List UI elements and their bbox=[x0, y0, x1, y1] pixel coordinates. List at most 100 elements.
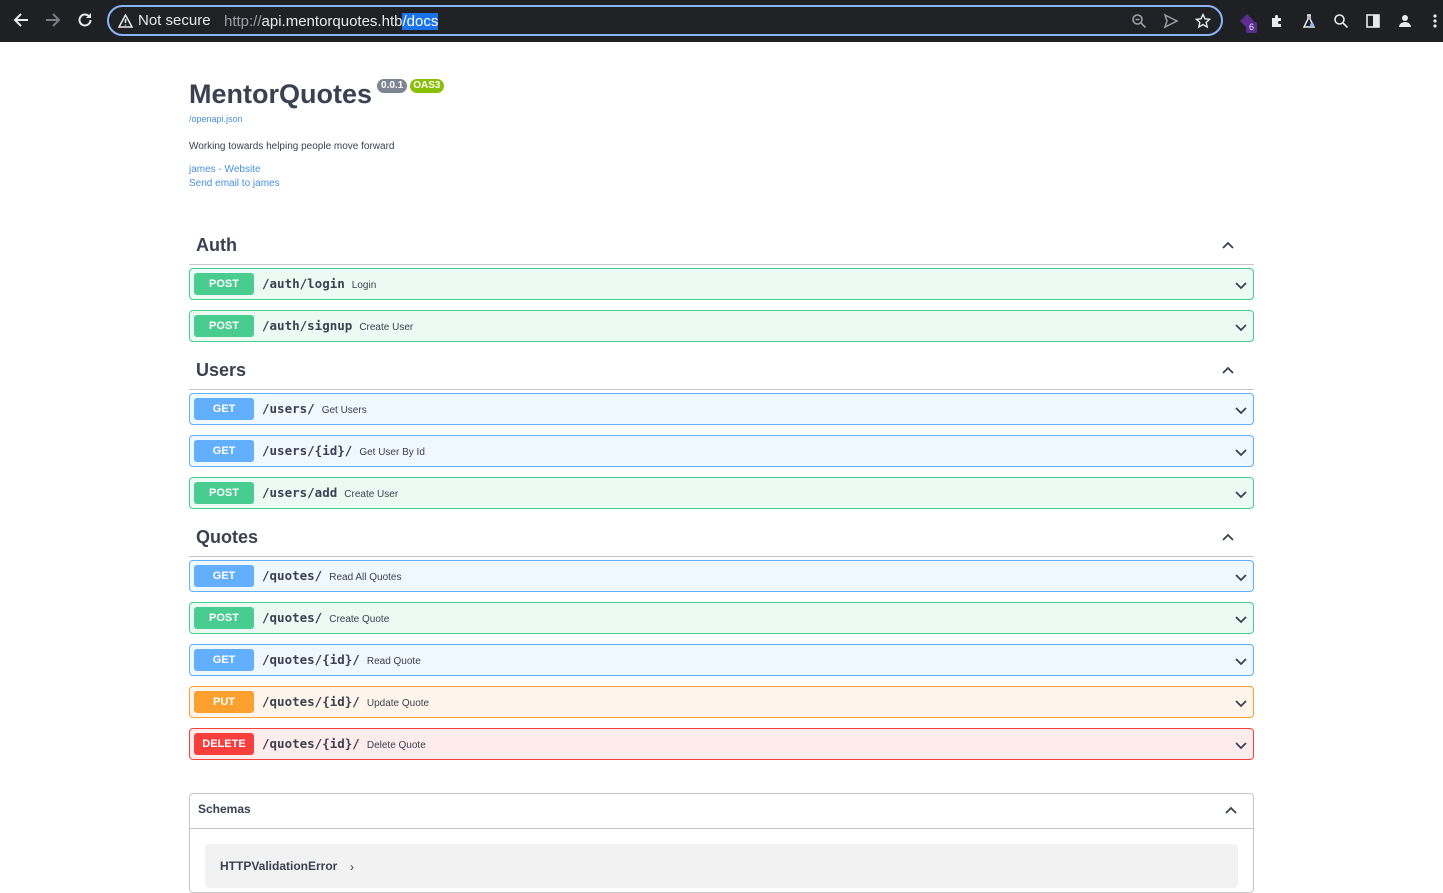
security-indicator[interactable]: Not secure bbox=[118, 12, 211, 29]
operation-path: /quotes/Read All Quotes bbox=[262, 568, 401, 583]
divider bbox=[190, 828, 1253, 829]
chevron-up-icon[interactable] bbox=[1220, 362, 1236, 378]
path-text: /users/{id}/ bbox=[262, 443, 353, 458]
method-badge: PUT bbox=[194, 691, 254, 713]
send-icon[interactable] bbox=[1161, 11, 1181, 31]
schema-model[interactable]: HTTPValidationError › bbox=[205, 844, 1238, 888]
method-badge: POST bbox=[194, 315, 254, 337]
chevron-down-icon[interactable] bbox=[1233, 444, 1249, 460]
operation-row[interactable]: GET/quotes/{id}/ Read Quote bbox=[189, 644, 1254, 676]
path-text: /auth/login bbox=[262, 276, 345, 291]
info-header: MentorQuotes 0.0.1 OAS3 bbox=[189, 78, 444, 110]
lab-flask-icon[interactable] bbox=[1298, 10, 1320, 32]
operation-summary: Delete Quote bbox=[366, 740, 426, 751]
operation-path: /quotes/{id}/ Update Quote bbox=[262, 694, 429, 709]
method-badge: GET bbox=[194, 565, 254, 587]
warning-icon bbox=[118, 13, 133, 28]
operation-summary: Create User bbox=[359, 322, 414, 333]
method-badge: GET bbox=[194, 440, 254, 462]
tag-section-users[interactable]: Users bbox=[189, 350, 1254, 390]
tag-name: Auth bbox=[196, 235, 237, 255]
contact-website-link[interactable]: james - Website bbox=[189, 164, 261, 175]
puzzle-extensions-icon[interactable] bbox=[1266, 10, 1288, 32]
tag-name: Users bbox=[196, 360, 247, 380]
address-bar[interactable]: Not secure http://api.mentorquotes.htb/d… bbox=[107, 5, 1223, 36]
reload-icon bbox=[78, 13, 92, 27]
url-text[interactable]: http://api.mentorquotes.htb/docs bbox=[224, 13, 439, 30]
operation-path: /users/Get Users bbox=[262, 401, 367, 416]
side-panel-icon[interactable] bbox=[1362, 10, 1384, 32]
profile-icon[interactable] bbox=[1394, 10, 1416, 32]
tag-section-auth[interactable]: Auth bbox=[189, 225, 1254, 265]
operation-path: /users/add Create User bbox=[262, 485, 398, 500]
operation-path: /users/{id}/ Get User By Id bbox=[262, 443, 425, 458]
search-icon[interactable] bbox=[1330, 10, 1352, 32]
contact-email-link[interactable]: Send email to james bbox=[189, 178, 280, 189]
chevron-down-icon[interactable] bbox=[1233, 486, 1249, 502]
chevron-down-icon[interactable] bbox=[1233, 737, 1249, 753]
operation-summary: Update Quote bbox=[366, 698, 430, 709]
path-text: /quotes/ bbox=[262, 610, 323, 625]
chevron-down-icon[interactable] bbox=[1233, 695, 1249, 711]
tag-name: Quotes bbox=[196, 527, 259, 547]
chevron-down-icon[interactable] bbox=[1233, 319, 1249, 335]
chevron-up-icon[interactable] bbox=[1220, 529, 1236, 545]
operation-path: /quotes/{id}/ Read Quote bbox=[262, 652, 421, 667]
method-badge: GET bbox=[194, 649, 254, 671]
version-badge: 0.0.1 bbox=[377, 79, 408, 93]
operation-row[interactable]: GET/quotes/Read All Quotes bbox=[189, 560, 1254, 592]
operation-row[interactable]: POST/auth/signup Create User bbox=[189, 310, 1254, 342]
method-badge: DELETE bbox=[194, 733, 254, 755]
openapi-json-link[interactable]: /openapi.json bbox=[189, 114, 243, 124]
chevron-down-icon[interactable] bbox=[1233, 569, 1249, 585]
url-host: api.mentorquotes.htb bbox=[261, 13, 403, 30]
extension-badge: 6 bbox=[1246, 22, 1258, 33]
reload-button[interactable] bbox=[72, 7, 98, 33]
forward-arrow-icon bbox=[46, 13, 61, 27]
method-badge: GET bbox=[194, 398, 254, 420]
operation-summary: Create User bbox=[344, 489, 399, 500]
operation-path: /quotes/Create Quote bbox=[262, 610, 389, 625]
kebab-menu-icon[interactable] bbox=[1424, 10, 1443, 32]
operation-summary: Read Quote bbox=[366, 656, 421, 667]
schema-model-name: HTTPValidationError bbox=[220, 859, 338, 873]
operation-row[interactable]: POST/users/add Create User bbox=[189, 477, 1254, 509]
chevron-down-icon[interactable] bbox=[1233, 653, 1249, 669]
operation-row[interactable]: POST/quotes/Create Quote bbox=[189, 602, 1254, 634]
path-text: /users/add bbox=[262, 485, 338, 500]
operation-row[interactable]: GET/users/Get Users bbox=[189, 393, 1254, 425]
chevron-up-icon[interactable] bbox=[1220, 237, 1236, 253]
zoom-icon[interactable] bbox=[1129, 11, 1149, 31]
path-text: /quotes/{id}/ bbox=[262, 652, 360, 667]
bookmark-star-icon[interactable] bbox=[1193, 11, 1213, 31]
operation-row[interactable]: PUT/quotes/{id}/ Update Quote bbox=[189, 686, 1254, 718]
chevron-right-icon: › bbox=[350, 860, 354, 874]
chevron-down-icon[interactable] bbox=[1233, 277, 1249, 293]
back-arrow-icon bbox=[13, 13, 28, 27]
path-text: /auth/signup bbox=[262, 318, 353, 333]
operation-summary: Read All Quotes bbox=[329, 572, 402, 583]
back-button[interactable] bbox=[8, 7, 34, 33]
chevron-down-icon[interactable] bbox=[1233, 611, 1249, 627]
operation-path: /quotes/{id}/ Delete Quote bbox=[262, 736, 426, 751]
chevron-up-icon[interactable] bbox=[1223, 802, 1239, 818]
method-badge: POST bbox=[194, 607, 254, 629]
path-text: /users/ bbox=[262, 401, 315, 416]
url-scheme: http:// bbox=[224, 13, 262, 30]
oas-badge: OAS3 bbox=[410, 79, 444, 93]
url-path: /docs bbox=[402, 13, 439, 30]
operation-row[interactable]: DELETE/quotes/{id}/ Delete Quote bbox=[189, 728, 1254, 760]
forward-button[interactable] bbox=[40, 7, 66, 33]
operation-row[interactable]: GET/users/{id}/ Get User By Id bbox=[189, 435, 1254, 467]
operation-summary: Get User By Id bbox=[359, 447, 425, 458]
path-text: /quotes/{id}/ bbox=[262, 694, 360, 709]
path-text: /quotes/{id}/ bbox=[262, 736, 360, 751]
schemas-section: Schemas HTTPValidationError › bbox=[189, 793, 1254, 893]
method-badge: POST bbox=[194, 482, 254, 504]
chevron-down-icon[interactable] bbox=[1233, 402, 1249, 418]
operation-path: /auth/signup Create User bbox=[262, 318, 413, 333]
tag-section-quotes[interactable]: Quotes bbox=[189, 517, 1254, 557]
schemas-heading[interactable]: Schemas bbox=[198, 802, 251, 816]
